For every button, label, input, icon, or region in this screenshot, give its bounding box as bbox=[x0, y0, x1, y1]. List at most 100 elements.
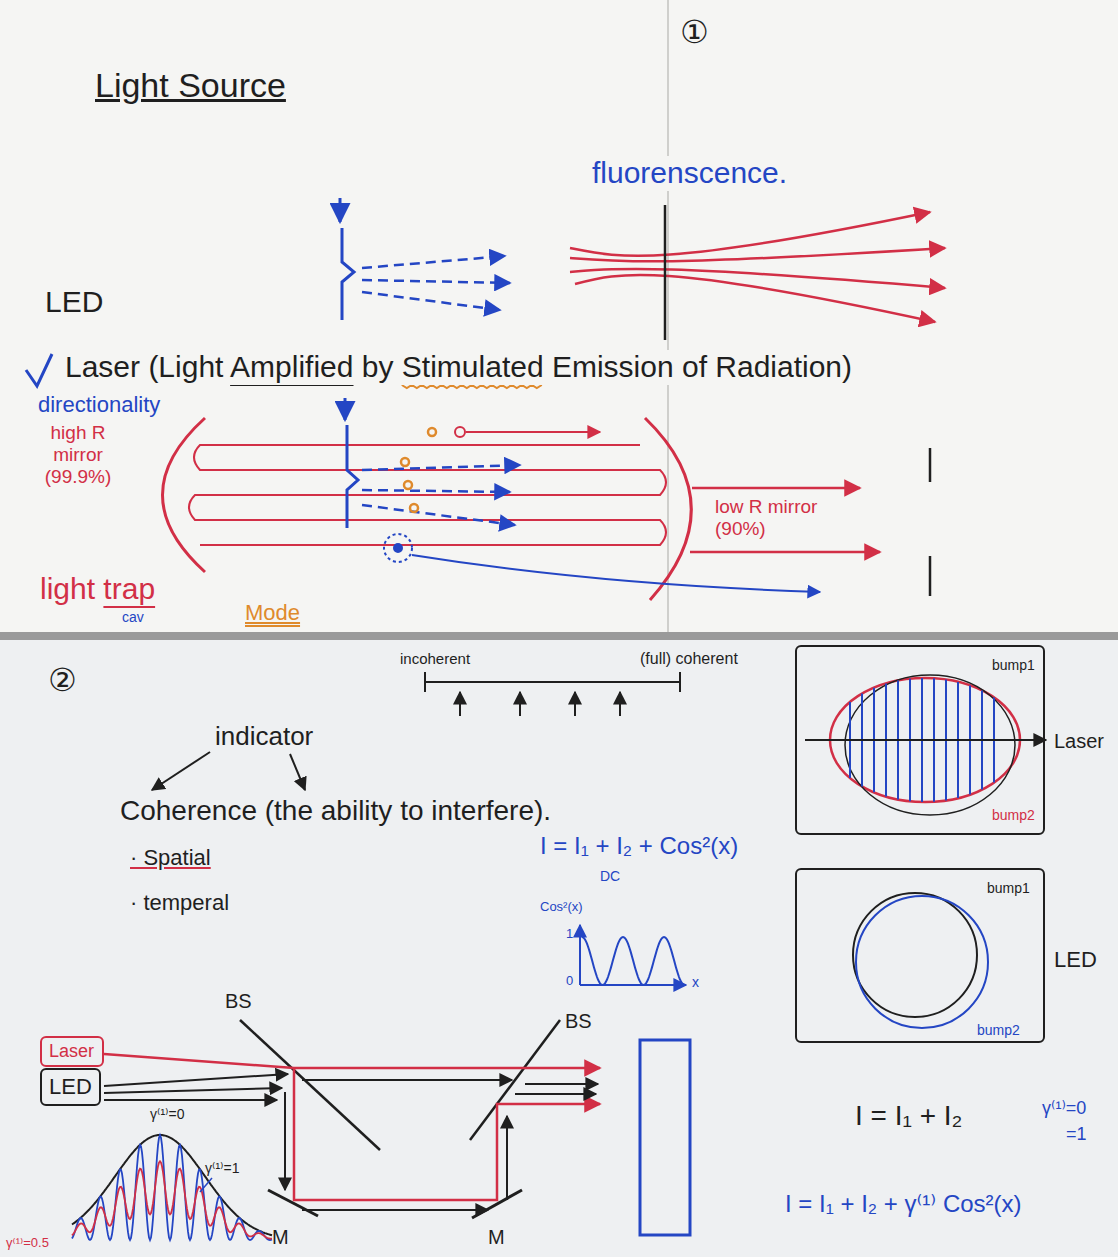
part-label: M bbox=[272, 1226, 289, 1249]
cos-plot bbox=[582, 937, 684, 985]
board-ground bbox=[0, 640, 1118, 1257]
indicator-arrow bbox=[152, 752, 210, 790]
annotation: DC bbox=[600, 868, 620, 884]
detector-screen bbox=[640, 1040, 690, 1235]
led-beam bbox=[104, 1099, 277, 1101]
indicator-arrow bbox=[290, 754, 305, 790]
heading: Light Source bbox=[95, 66, 286, 105]
gain-medium bbox=[347, 425, 358, 528]
led-beam bbox=[506, 1116, 508, 1200]
emission-arrow bbox=[362, 490, 510, 492]
check-mark bbox=[26, 354, 52, 386]
curve-label: γ⁽¹⁾=1 bbox=[205, 1160, 240, 1176]
emission-arrow bbox=[362, 292, 500, 310]
light-fan bbox=[570, 212, 930, 256]
light-fan bbox=[575, 275, 935, 322]
emission-arrow bbox=[362, 280, 510, 283]
emission-arrow bbox=[362, 256, 510, 310]
annotation: cav bbox=[122, 609, 144, 625]
photon-dot bbox=[401, 428, 436, 512]
scale-end: incoherent bbox=[400, 650, 470, 667]
box-caption: Laser bbox=[1054, 730, 1104, 753]
ring-pattern bbox=[856, 896, 988, 1028]
light-path bbox=[466, 431, 600, 433]
equation: I = I₁ + I₂ + Cos²(x) bbox=[540, 832, 738, 860]
loss-photon bbox=[412, 555, 820, 592]
pattern-box: bump1bump2LED bbox=[795, 868, 1045, 1043]
mirror-label: low R mirror (90%) bbox=[715, 496, 855, 540]
loss-photon bbox=[394, 544, 402, 552]
board-ground bbox=[0, 0, 1118, 632]
aperture bbox=[929, 448, 932, 596]
mirror bbox=[268, 1190, 522, 1218]
coherence-scale bbox=[425, 672, 680, 716]
led-beam bbox=[515, 1093, 596, 1095]
coherence-scale bbox=[574, 692, 576, 716]
photon-dot bbox=[428, 428, 436, 436]
equation: I = I₁ + I₂ bbox=[855, 1100, 962, 1132]
part-label: BS bbox=[225, 990, 252, 1013]
annotation: =1 bbox=[1066, 1124, 1087, 1145]
laser-beam bbox=[294, 1068, 600, 1200]
axis-label: 1 bbox=[566, 927, 573, 942]
screen-line bbox=[664, 205, 667, 340]
interferogram bbox=[200, 1178, 212, 1192]
photon-dot bbox=[410, 504, 418, 512]
curve-label: γ⁽¹⁾=0.5 bbox=[6, 1236, 49, 1251]
light-path bbox=[189, 445, 666, 545]
annotation: directionality bbox=[38, 392, 160, 417]
beam-splitter bbox=[240, 1020, 560, 1150]
emission-arrow bbox=[362, 505, 515, 525]
gain-medium bbox=[344, 398, 347, 420]
axis-label: 0 bbox=[566, 974, 573, 989]
check-mark bbox=[26, 354, 52, 386]
definition-text: Coherence (the ability to interfere). bbox=[120, 795, 551, 827]
equation: I = I₁ + I₂ + γ⁽¹⁾ Cos²(x) bbox=[785, 1190, 1022, 1218]
photon-dot bbox=[401, 458, 409, 466]
coherence-scale bbox=[679, 672, 681, 692]
list-item: · temperal bbox=[130, 890, 229, 915]
ring-pattern bbox=[853, 893, 977, 1017]
source-box: LED bbox=[40, 1068, 101, 1106]
beam-splitter bbox=[240, 1020, 380, 1150]
cos-plot bbox=[579, 925, 581, 985]
annotation: fluorenscence. bbox=[592, 156, 787, 191]
annotation: indicator bbox=[215, 722, 313, 752]
laser-beam bbox=[104, 1054, 600, 1068]
board-seam bbox=[667, 0, 669, 632]
axis-label: x bbox=[692, 974, 699, 990]
bump-label: bump2 bbox=[992, 807, 1035, 823]
coherence-scale bbox=[459, 692, 461, 716]
panel-number: ① bbox=[680, 14, 709, 51]
text-underline bbox=[103, 606, 155, 608]
axis-label: Cos²(x) bbox=[540, 900, 583, 915]
aperture bbox=[929, 448, 932, 482]
bump-label: bump1 bbox=[987, 880, 1030, 896]
laser-beam bbox=[104, 1054, 600, 1200]
light-path bbox=[189, 427, 666, 545]
led-beam bbox=[104, 1074, 288, 1086]
annotation: γ⁽¹⁾=0 bbox=[1042, 1098, 1086, 1119]
part-label: M bbox=[488, 1226, 505, 1249]
cos-plot bbox=[580, 984, 686, 986]
mirror-label: high R mirror (99.9%) bbox=[28, 422, 128, 488]
led-symbol bbox=[340, 198, 354, 320]
cavity-mirror bbox=[163, 418, 692, 600]
panel-number: ② bbox=[48, 662, 77, 699]
board-seam bbox=[668, 0, 669, 632]
text-underline bbox=[402, 385, 542, 388]
definition-text: Laser (Light Amplified by Stimulated Emi… bbox=[65, 350, 852, 385]
pattern-box: bump1bump2Laser bbox=[795, 645, 1045, 835]
output-beam bbox=[692, 487, 860, 490]
fringe-pattern bbox=[845, 675, 1015, 815]
box-caption: LED bbox=[1054, 947, 1097, 972]
interferogram bbox=[72, 1135, 272, 1240]
led-beam bbox=[284, 1092, 286, 1190]
interferogram bbox=[72, 1161, 272, 1238]
loss-photon bbox=[384, 534, 820, 592]
annotation: Mode bbox=[245, 600, 300, 625]
gain-medium bbox=[345, 398, 358, 528]
indicator-arrow bbox=[152, 752, 305, 790]
